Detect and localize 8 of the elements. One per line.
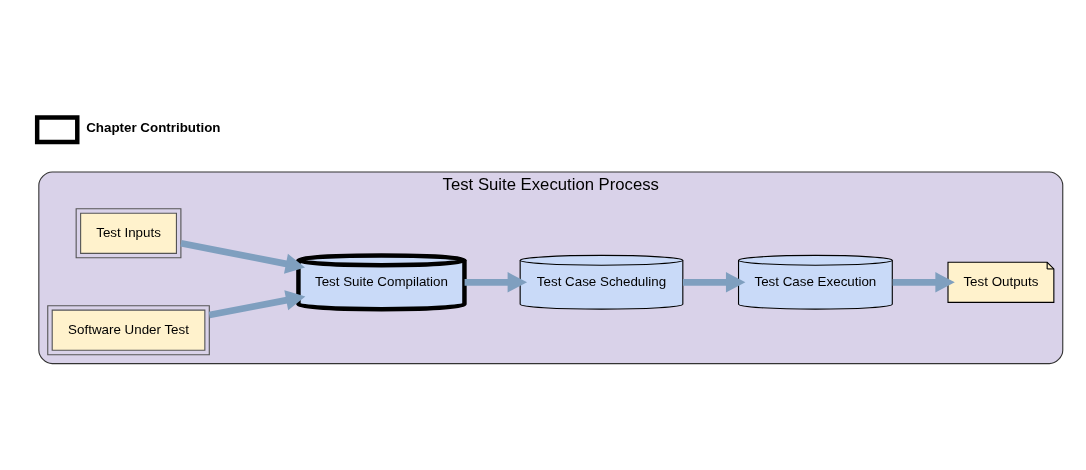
node-box: Test Inputs xyxy=(75,207,182,258)
legend-label: Chapter Contribution xyxy=(86,119,221,135)
arrow xyxy=(208,289,306,318)
node-box: Software Under Test xyxy=(47,304,210,355)
arrow xyxy=(892,271,955,292)
arrow xyxy=(180,239,306,274)
arrow xyxy=(464,271,528,292)
arrow xyxy=(682,271,746,292)
